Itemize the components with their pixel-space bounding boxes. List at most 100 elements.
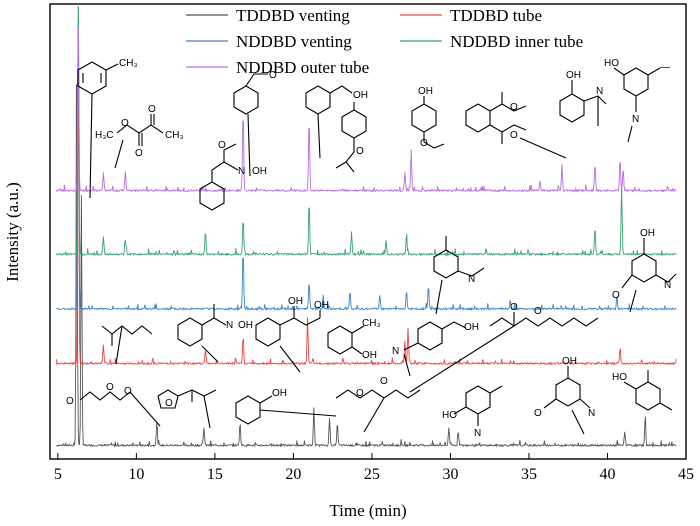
svg-text:H₃C: H₃C [95,130,114,141]
svg-text:OH: OH [353,90,368,101]
svg-text:O: O [534,408,542,419]
svg-text:N: N [664,280,671,291]
series-line-tddbd-venting [55,82,677,448]
nitrophenol-structure-icon: OH N [559,70,607,126]
svg-text:O: O [510,102,518,113]
svg-text:HO: HO [612,372,627,383]
series-line-nddbd-outer-tube [55,27,677,193]
diol-structure-icon: OH OH [255,296,329,373]
svg-text:OH: OH [252,166,267,177]
svg-text:OH: OH [272,388,287,399]
svg-text:CH₃: CH₃ [119,58,138,69]
svg-text:OH: OH [464,322,479,333]
benzyl-alcohol-structure-icon: OH [305,85,368,159]
nitrotoluene-structure-icon: N [433,236,485,315]
series-line-tddbd-tube [55,44,677,367]
x-tick-label: 15 [207,466,223,483]
svg-text:OH: OH [418,86,433,97]
svg-text:O: O [356,146,364,157]
svg-text:OH: OH [238,320,253,331]
benzamide-oxime-red-structure-icon: N OH [177,304,253,363]
nitrobenzyl-alcohol-structure-icon: N OH [392,321,479,377]
svg-text:O: O [66,396,74,407]
svg-text:O: O [165,398,173,409]
plot-frame [49,3,687,460]
svg-text:N: N [588,408,595,419]
furyl-ketone-structure-icon: O [157,389,217,429]
x-tick-label: 10 [128,466,144,483]
series-line-nddbd-inner-tube [55,6,677,257]
svg-text:HO: HO [442,410,457,421]
legend-label: TDDBD tube [450,6,542,25]
legend-label: NDDBD venting [236,32,352,51]
svg-text:O: O [356,388,364,399]
x-tick-label: 30 [442,466,458,483]
unsaturated-ester-structure-icon: OO [335,376,421,433]
svg-text:N: N [238,166,245,177]
legend-label: NDDBD inner tube [450,32,583,51]
svg-text:CH₃: CH₃ [165,130,184,141]
svg-text:N: N [474,428,481,439]
alkene-structure-icon [101,325,153,365]
svg-text:OH: OH [288,296,303,307]
methyl-pyruvate-structure-icon: H₃C O O O CH₃ [95,104,184,169]
x-tick-label: 25 [364,466,380,483]
chromatogram-traces [55,6,677,448]
benzaldehyde-structure-icon: O [233,70,277,177]
svg-text:O: O [148,104,156,115]
oxime-structure-icon: N O OH [199,140,267,211]
svg-text:O: O [420,138,428,149]
svg-text:OH: OH [362,350,377,361]
svg-text:O: O [380,376,388,387]
svg-text:O: O [218,140,226,151]
y-axis-label: Intensity (a.u.) [3,182,22,282]
svg-text:CH₃: CH₃ [362,318,381,329]
svg-text:OH: OH [562,356,577,367]
svg-text:O: O [124,386,132,397]
legend-label: TDDBD venting [236,6,350,25]
svg-text:N: N [632,114,639,125]
nitrobenzoic-acid-structure-icon: OH O N [612,228,677,313]
structure-annotations: CH₃ H₃C OOO CH₃ O OH OH O [66,58,677,439]
legend-label: NDDBD outer tube [236,58,369,77]
dimethyl-phthalate-structure-icon: OO [465,92,567,159]
x-tick-label: 40 [599,466,615,483]
x-axis-label: Time (min) [329,501,406,520]
svg-text:OH: OH [566,70,581,81]
x-tick-label: 20 [285,466,301,483]
svg-text:N: N [392,346,399,357]
dinitro-cresol-structure-icon: HO N [442,385,503,439]
svg-text:O: O [121,118,129,129]
cresol-structure-icon: CH₃ OH [327,318,381,361]
svg-text:O: O [106,382,114,393]
svg-text:HO: HO [604,58,619,69]
svg-text:N: N [468,274,475,285]
phenol-ethyl-structure-icon: OH [235,388,337,425]
svg-text:O: O [135,148,143,159]
x-tick-label: 45 [678,466,694,483]
aryl-ether-structure-icon: O [335,102,367,173]
svg-text:O: O [534,306,542,317]
series-line-nddbd-venting [55,6,677,311]
methyl-nitrophenol-structure-icon: HO — N [604,58,670,143]
svg-text:N: N [226,320,233,331]
x-axis-ticks: 5 10 15 20 25 30 35 40 45 [54,453,694,483]
hydroxy-phthalic-structure-icon: HO [612,370,673,411]
x-tick-label: 5 [54,466,62,483]
svg-text:O: O [510,130,518,141]
svg-text:O: O [510,302,518,313]
nitro-benzoic-structure-icon: OH N O [534,356,595,435]
svg-text:N: N [596,86,603,97]
x-tick-label: 35 [521,466,537,483]
butyl-ester-structure-icon: O O [409,302,599,393]
methoxyphenol-structure-icon: OH O [411,86,445,149]
svg-text:OH: OH [314,300,329,311]
svg-text:—: — [660,62,670,73]
svg-text:OH: OH [640,228,655,239]
svg-text:O: O [612,290,620,301]
svg-text:O: O [269,70,277,81]
toluene-structure-icon: CH₃ [77,58,138,199]
